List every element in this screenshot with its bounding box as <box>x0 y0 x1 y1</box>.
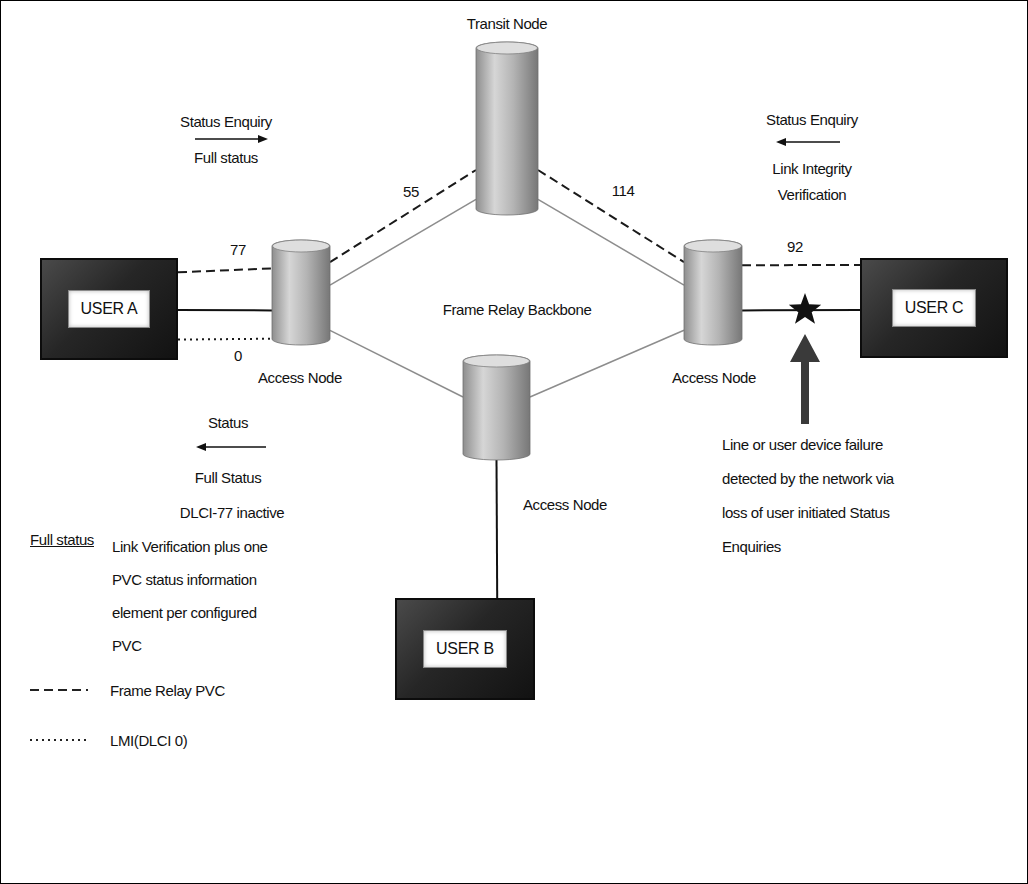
direction-arrow-shaft <box>784 141 840 143</box>
definition-term: Full status <box>30 530 94 549</box>
connector-line <box>538 170 684 262</box>
cylinder-body <box>476 42 538 215</box>
connector-line <box>330 199 476 285</box>
circuit-number: 114 <box>609 182 638 200</box>
cylinder-body <box>684 240 742 345</box>
connector-line <box>530 330 684 397</box>
connector-line <box>330 170 476 262</box>
direction-arrow-shaft <box>195 138 260 140</box>
connector-line <box>178 268 272 272</box>
legend-dotted-sample <box>30 739 88 741</box>
node-cylinder <box>463 355 530 460</box>
node-label: Access Node <box>258 368 342 387</box>
failure-star <box>789 293 821 324</box>
node-label: Access Node <box>672 368 756 387</box>
backbone-label: Frame Relay Backbone <box>443 300 592 319</box>
terminal-label: USER B <box>423 630 507 668</box>
user-terminal: USER A <box>40 258 178 360</box>
circuit-number: 0 <box>231 347 245 365</box>
network-node: Access Node <box>684 240 742 345</box>
definition-text: Link Verification plus one PVC status in… <box>112 530 290 662</box>
message-name: Full Status <box>195 468 261 487</box>
connector-line <box>742 264 860 266</box>
connector-line <box>330 330 463 397</box>
legend-dashed-sample <box>30 689 88 691</box>
legend-text: LMI(DLCI 0) <box>110 731 187 750</box>
user-terminal: USER C <box>860 258 1008 358</box>
network-node: Access Node <box>463 355 530 460</box>
direction-arrow-shaft <box>204 446 266 448</box>
user-terminal: USER B <box>395 598 535 700</box>
node-cylinder <box>684 240 742 345</box>
status-note: DLCI-77 inactive <box>180 503 284 522</box>
connector-line <box>496 460 499 598</box>
cylinder-top <box>464 355 530 367</box>
message-name: Full status <box>194 148 258 167</box>
message-name: Link Integrity Verification <box>752 156 872 208</box>
network-node: Transit Node <box>476 42 538 215</box>
node-cylinder <box>272 240 330 345</box>
circuit-number: 55 <box>400 183 422 201</box>
callout-arrow <box>790 334 820 424</box>
node-label: Access Node <box>523 495 607 514</box>
cylinder-top <box>477 42 538 54</box>
connector-line <box>538 199 684 285</box>
circuit-number: 92 <box>784 238 806 256</box>
terminal-label: USER C <box>892 289 977 327</box>
circuit-number: 77 <box>227 241 249 259</box>
message-name: Status Enquiry <box>180 112 272 131</box>
terminal-label: USER A <box>68 290 151 328</box>
node-cylinder <box>476 42 538 215</box>
message-name: Status <box>208 413 248 432</box>
cylinder-top <box>273 240 330 252</box>
direction-arrow-head <box>258 135 268 143</box>
direction-arrow-head <box>196 443 206 451</box>
direction-arrow-head <box>776 138 786 146</box>
cylinder-body <box>272 240 330 345</box>
connector-line <box>178 309 272 311</box>
legend-text: Frame Relay PVC <box>110 681 225 700</box>
message-name: Status Enquiry <box>766 110 858 129</box>
callout-note: Line or user device failure detected by … <box>722 428 914 564</box>
connector-line <box>178 338 272 341</box>
cylinder-body <box>463 355 530 460</box>
network-node: Access Node <box>272 240 330 345</box>
node-label: Transit Node <box>467 14 548 33</box>
cylinder-top <box>685 240 742 252</box>
